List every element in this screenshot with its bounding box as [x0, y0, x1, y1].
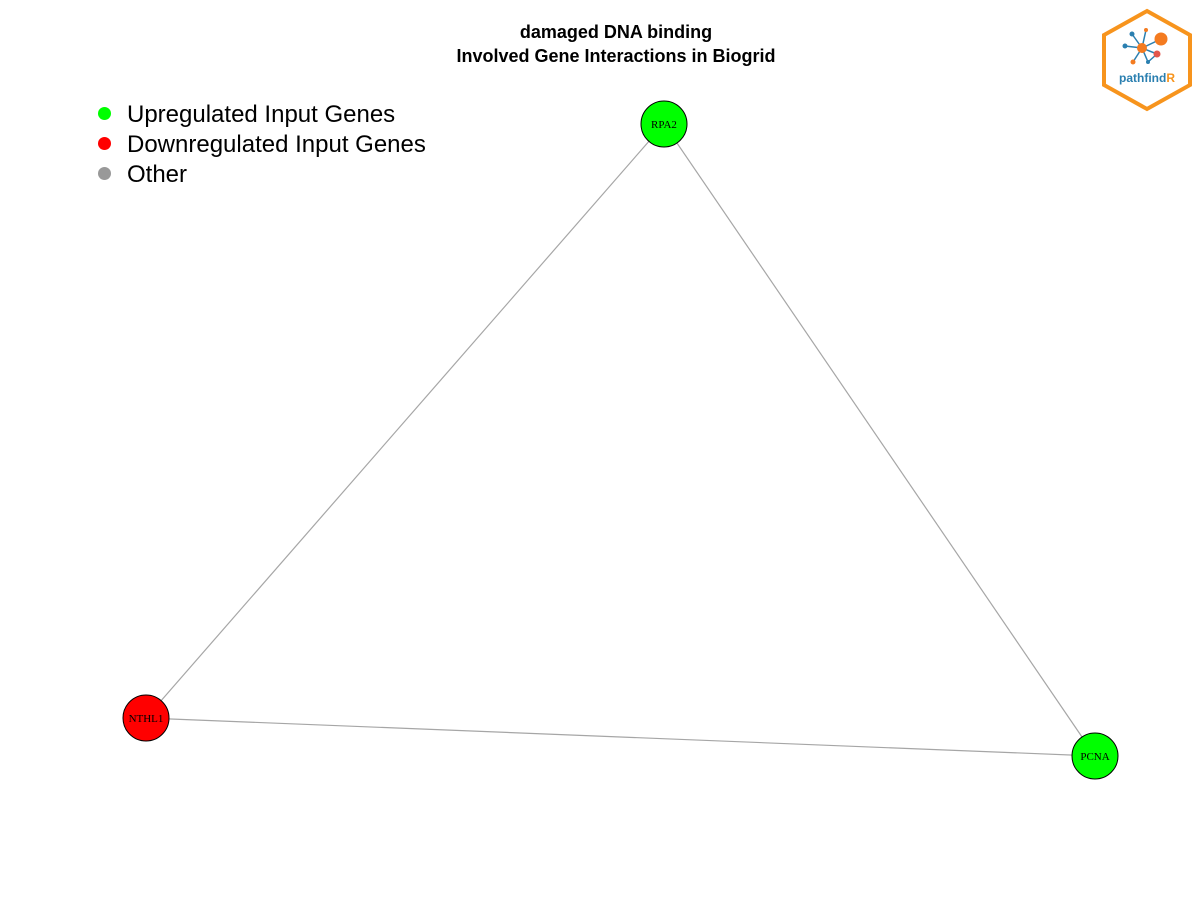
node-label-pcna: PCNA [1080, 751, 1109, 763]
node-circle-nthl1 [122, 694, 170, 742]
edge-rpa2-nthl1 [145, 123, 665, 719]
legend-item-downregulated: Downregulated Input Genes [98, 130, 426, 160]
node-nthl1: NTHL1 [122, 694, 170, 742]
legend: Upregulated Input Genes Downregulated In… [98, 100, 426, 190]
node-pcna: PCNA [1071, 732, 1119, 780]
node-label-rpa2: RPA2 [651, 119, 677, 131]
edge-rpa2-pcna [663, 123, 1096, 757]
edges-layer [145, 123, 1096, 757]
legend-dot-other [98, 166, 111, 180]
legend-dot-upregulated [98, 106, 111, 120]
logo-wordmark: pathfindR [1119, 71, 1175, 85]
node-label-nthl1: NTHL1 [129, 713, 164, 725]
legend-label-other: Other [127, 161, 188, 188]
pathfindr-logo: pathfindR [1102, 8, 1192, 112]
logo-network-icon [1122, 28, 1168, 65]
node-circle-rpa2 [640, 100, 688, 148]
legend-item-other: Other [98, 160, 426, 190]
legend-label-downregulated: Downregulated Input Genes [127, 131, 426, 158]
node-rpa2: RPA2 [640, 100, 688, 148]
node-circle-pcna [1071, 732, 1119, 780]
edge-nthl1-pcna [145, 717, 1096, 757]
legend-dot-downregulated [98, 136, 111, 150]
chart-title-line-1: damaged DNA binding [519, 22, 713, 42]
legend-item-upregulated: Upregulated Input Genes [98, 100, 426, 130]
legend-label-upregulated: Upregulated Input Genes [127, 101, 396, 128]
chart-title-line-2: Involved Gene Interactions in Biogrid [456, 46, 776, 66]
